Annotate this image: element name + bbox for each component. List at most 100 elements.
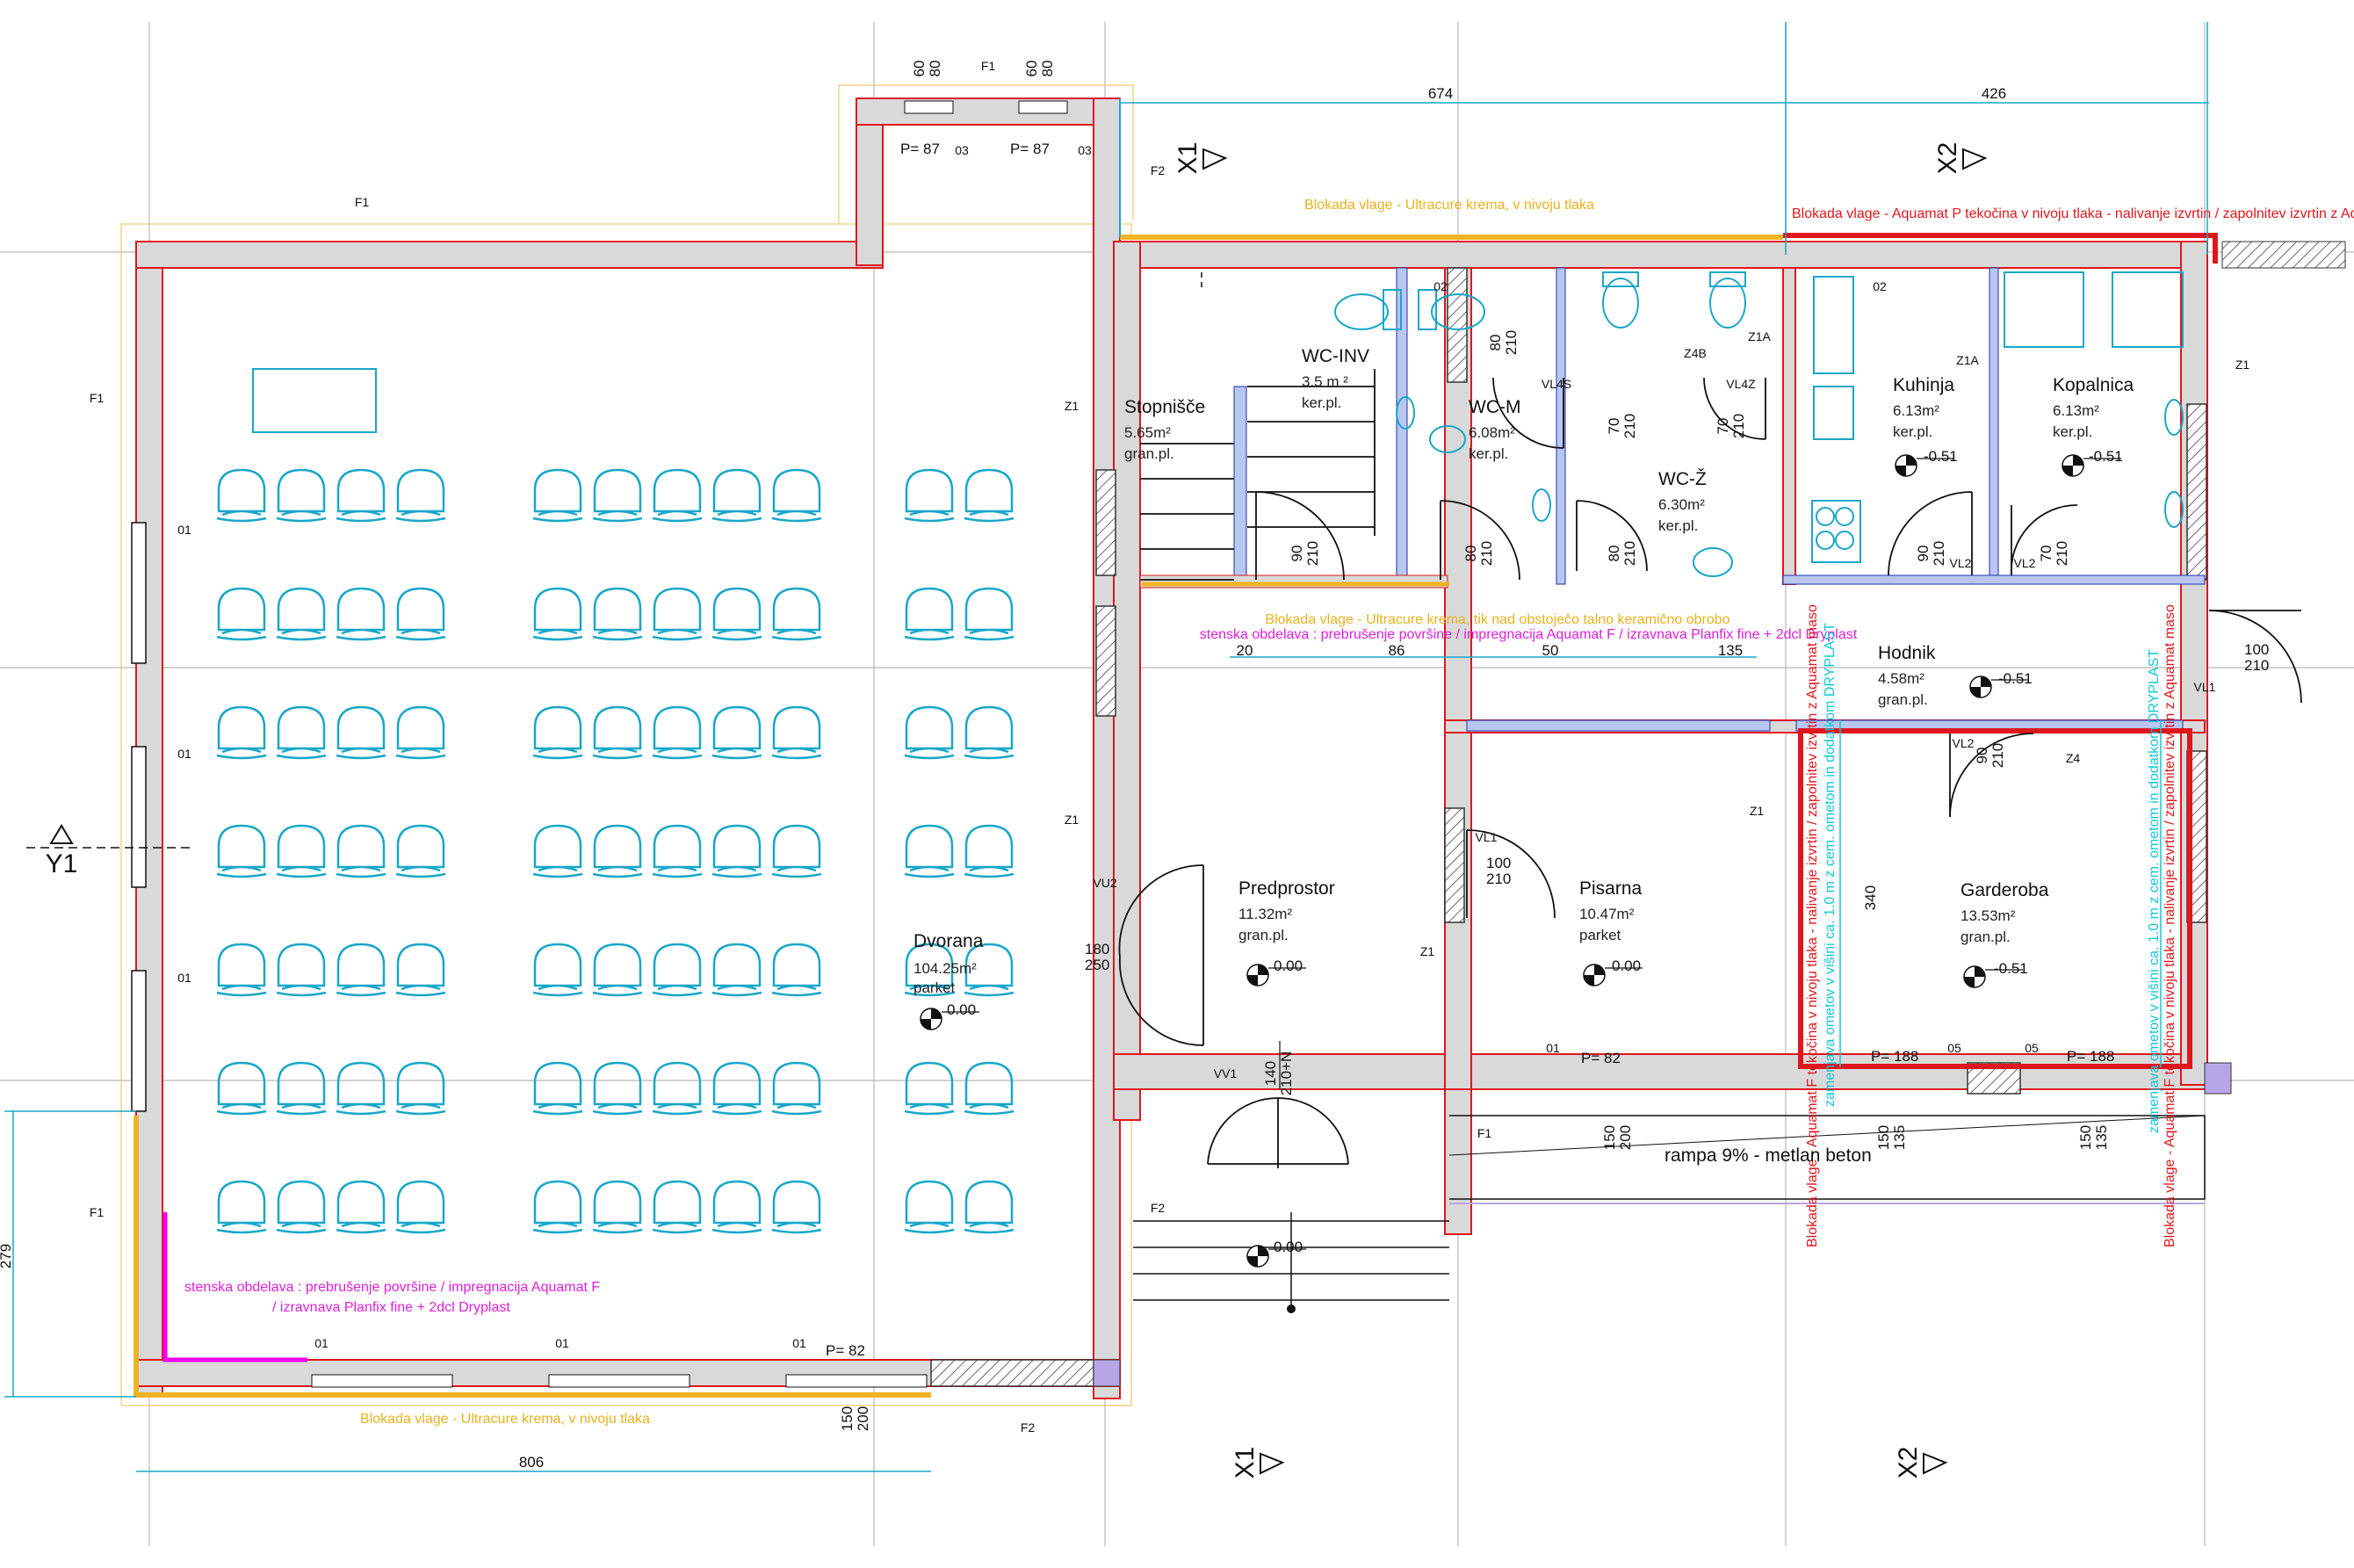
chair <box>216 705 267 760</box>
note-aquamat-top: Blokada vlage - Aquamat P tekočina v niv… <box>1792 206 2354 221</box>
svg-text:Z1: Z1 <box>1420 944 1435 958</box>
chair <box>336 468 386 523</box>
chair <box>592 943 643 997</box>
chair <box>336 943 386 997</box>
left-windows <box>131 522 147 1112</box>
svg-text:210+N: 210+N <box>1278 1051 1295 1096</box>
chair <box>771 587 822 641</box>
svg-text:F2: F2 <box>1151 163 1166 177</box>
axis-y1: Y1 <box>46 849 78 878</box>
svg-text:VL2: VL2 <box>1953 736 1975 750</box>
level-markers <box>920 454 2121 1268</box>
chair <box>532 943 583 997</box>
svg-text:F1: F1 <box>1477 1126 1492 1140</box>
chair <box>711 468 762 523</box>
chair <box>904 587 955 641</box>
note-ultracure-top: Blokada vlage - Ultracure krema, v nivoj… <box>1304 198 1594 213</box>
svg-text:210: 210 <box>1730 414 1747 438</box>
chair <box>216 1180 267 1234</box>
chair <box>904 705 955 760</box>
level-marker-quadrants <box>1895 455 1917 476</box>
svg-text:01: 01 <box>555 1336 569 1350</box>
chair <box>711 824 762 878</box>
chair <box>964 824 1015 878</box>
svg-text:6.08m²: 6.08m² <box>1469 424 1515 441</box>
svg-text:02: 02 <box>1873 279 1887 293</box>
svg-text:200: 200 <box>855 1406 871 1431</box>
chair <box>771 943 822 997</box>
note-wall-finish-left-1: stenska obdelava : prebrušenje površine … <box>184 1280 600 1295</box>
chair <box>216 587 267 641</box>
chair <box>592 824 643 878</box>
door-size-labels: 90 210 80 210 80 210 80 210 70 210 70 21… <box>839 61 2269 1432</box>
svg-text:Z4B: Z4B <box>1684 346 1707 360</box>
chair <box>276 824 327 878</box>
level-marker-quadrants <box>1970 676 1991 697</box>
svg-text:P= 82: P= 82 <box>826 1342 865 1359</box>
chair <box>771 1180 822 1234</box>
svg-text:Garderoba: Garderoba <box>1960 880 2049 900</box>
svg-text:140: 140 <box>1262 1061 1279 1086</box>
svg-text:P= 188: P= 188 <box>1871 1048 1918 1065</box>
svg-text:VV1: VV1 <box>1214 1066 1238 1080</box>
svg-text:80: 80 <box>927 61 943 77</box>
svg-text:Z1: Z1 <box>1750 804 1765 818</box>
top-dimension <box>1120 22 2209 255</box>
svg-text:Z1: Z1 <box>1065 813 1080 827</box>
svg-text:0.00: 0.00 <box>1274 957 1303 974</box>
chair <box>592 705 643 760</box>
svg-text:F1: F1 <box>90 391 105 405</box>
svg-text:Z1A: Z1A <box>1956 353 1979 367</box>
level-marker-quadrants <box>1247 1246 1268 1267</box>
dim-426: 426 <box>1982 85 2006 102</box>
svg-text:Hodnik: Hodnik <box>1878 643 1936 663</box>
svg-text:20: 20 <box>1237 642 1253 659</box>
svg-text:100: 100 <box>2244 641 2269 658</box>
svg-text:01: 01 <box>314 1336 329 1350</box>
svg-text:150: 150 <box>1601 1125 1618 1150</box>
note-ultracure-bottom: Blokada vlage - Ultracure krema, v nivoj… <box>360 1412 650 1427</box>
svg-text:-0.51: -0.51 <box>1998 670 2033 687</box>
chair <box>532 705 583 760</box>
doors <box>1118 377 2302 1168</box>
svg-text:200: 200 <box>1617 1125 1634 1150</box>
svg-text:Pisarna: Pisarna <box>1579 878 1643 899</box>
ramp-and-steps <box>1133 1041 2206 1313</box>
chair <box>395 587 446 641</box>
svg-text:6.13m²: 6.13m² <box>1893 402 1939 419</box>
svg-text:ker.pl.: ker.pl. <box>1658 517 1698 534</box>
svg-text:Stopnišče: Stopnišče <box>1124 397 1205 417</box>
chair <box>532 1061 583 1116</box>
svg-text:10.47m²: 10.47m² <box>1579 906 1635 922</box>
svg-text:-0.51: -0.51 <box>1994 960 2028 977</box>
svg-text:F1: F1 <box>355 195 370 209</box>
chair <box>216 943 267 997</box>
room-wc-z: WC-Ž 6.30m² ker.pl. <box>1658 469 1707 534</box>
svg-text:01: 01 <box>177 523 191 537</box>
svg-text:VL1: VL1 <box>1476 830 1498 844</box>
chair <box>652 824 703 878</box>
svg-text:70: 70 <box>1715 418 1731 435</box>
room-dvorana: Dvorana 104.25m² parket <box>913 931 984 996</box>
chair <box>532 587 583 641</box>
chair <box>964 1180 1015 1234</box>
svg-text:02: 02 <box>1433 279 1448 293</box>
note-wall-finish-inner: stenska obdelava : prebrušenje površine … <box>1200 627 1858 642</box>
interior-partitions <box>1139 267 2206 732</box>
chair <box>276 587 327 641</box>
svg-text:05: 05 <box>1947 1041 1961 1055</box>
svg-text:6.30m²: 6.30m² <box>1658 496 1705 513</box>
room-wc-m: WC-M 6.08m² ker.pl. <box>1469 397 1520 462</box>
svg-text:90: 90 <box>1915 546 1932 562</box>
svg-text:90: 90 <box>1289 546 1305 562</box>
svg-text:F2: F2 <box>1021 1420 1036 1434</box>
svg-text:11.32m²: 11.32m² <box>1238 906 1292 922</box>
svg-text:-0.51: -0.51 <box>2089 448 2123 465</box>
room-kopalnica: Kopalnica 6.13m² ker.pl. <box>2053 375 2134 440</box>
note-ultracure-inner: Blokada vlage - Ultracure krema, tik nad… <box>1265 612 1729 627</box>
note-wall-finish-left-2: / izravnava Planfix fine + 2dcl Dryplast <box>272 1300 510 1315</box>
axis-x1-top: X1 <box>1173 142 1202 175</box>
dim-806: 806 <box>519 1454 544 1470</box>
svg-text:180: 180 <box>1085 941 1109 957</box>
